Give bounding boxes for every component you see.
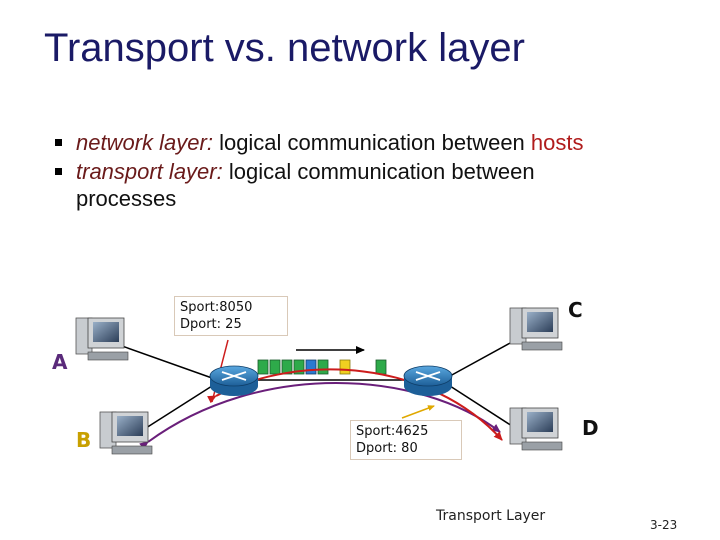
packet: [257, 359, 269, 375]
packet: [317, 359, 329, 375]
bullet-network-layer: network layer: logical communication bet…: [52, 128, 692, 157]
bullet-highlight: hosts: [530, 130, 584, 155]
port-box-a: Sport:8050 Dport: 25: [174, 296, 288, 336]
link-a-r1: [121, 345, 213, 379]
bullet-list: network layer: logical communication bet…: [52, 128, 692, 212]
link-r2-c: [449, 341, 513, 377]
destination-port: Dport: 80: [356, 441, 418, 456]
network-links: [121, 341, 513, 429]
bullet-text: logical communication between: [222, 159, 535, 184]
bullet-text: logical communication between: [212, 130, 531, 155]
slide-title: Transport vs. network layer: [44, 26, 525, 70]
packet: [293, 359, 305, 375]
port-box-b: Sport:4625 Dport: 80: [350, 420, 462, 460]
host-label-b: B: [76, 428, 92, 452]
bullet-marker-icon: [55, 168, 62, 175]
host-label-a: A: [52, 350, 68, 374]
source-port: Sport:4625: [356, 424, 429, 439]
computer-icon: [75, 317, 129, 361]
source-port: Sport:8050: [180, 300, 253, 315]
pointer-line: [401, 405, 435, 419]
packet: [339, 359, 351, 375]
computer-icon: [99, 411, 153, 455]
host-label-c: C: [568, 298, 583, 322]
packet: [281, 359, 293, 375]
packet: [269, 359, 281, 375]
router-icon: [403, 365, 453, 396]
bullet-marker-icon: [55, 139, 62, 146]
bullet-continuation: processes: [76, 186, 177, 211]
packet-flow: [257, 346, 387, 375]
router-icon: [209, 365, 259, 396]
computer-icon: [509, 307, 563, 351]
packet: [305, 359, 317, 375]
computer-icon: [509, 407, 563, 451]
host-label-d: D: [582, 416, 599, 440]
destination-port: Dport: 25: [180, 317, 242, 332]
bullet-term: network layer:: [76, 130, 213, 155]
link-b-r1: [145, 385, 213, 429]
packet: [375, 359, 387, 375]
slide-number: 3-23: [650, 518, 678, 532]
bullet-transport-layer: transport layer: logical communication b…: [52, 157, 692, 186]
bullet-term: transport layer:: [76, 159, 223, 184]
footer-label: Transport Layer: [436, 508, 546, 524]
